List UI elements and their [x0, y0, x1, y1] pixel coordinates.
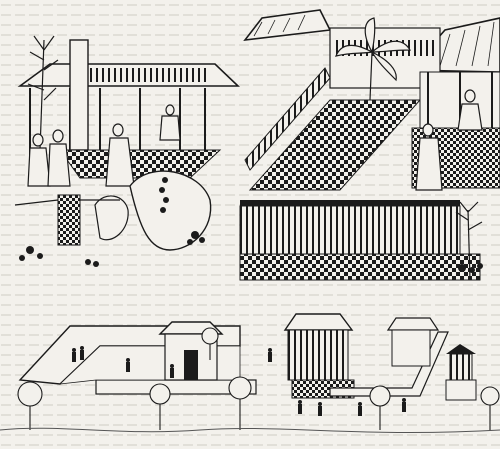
- right-house-roof: [386, 317, 440, 331]
- terrace-fence: [239, 205, 461, 255]
- pavilion-lattice: [86, 68, 206, 82]
- garden-plants: [19, 177, 205, 267]
- gate-hall-door: [184, 350, 198, 380]
- compound-trees: [17, 327, 500, 430]
- panel-top-right: [243, 9, 500, 191]
- watchtower-base: [445, 379, 477, 401]
- right-wing-hall: [287, 329, 349, 381]
- boundary-wall: [14, 199, 120, 206]
- roof-left: [243, 9, 332, 42]
- roof-tiles-left: [253, 14, 306, 37]
- panel-bottom: [0, 313, 500, 434]
- figures-group-right: [415, 89, 483, 191]
- palm-tree: [335, 17, 412, 101]
- stone-pillar: [69, 39, 89, 151]
- terrace-top-rail: [240, 200, 460, 206]
- right-wall: [329, 331, 449, 397]
- figures-group-bottom: [72, 346, 406, 416]
- ground-line: [0, 427, 500, 434]
- terrace-shrubs: [458, 263, 483, 273]
- figures-group-left: [27, 104, 181, 187]
- small-gate: [57, 194, 81, 246]
- panel-middle-right: [239, 200, 483, 281]
- garden-rock-2: [94, 195, 129, 241]
- watchtower-roof: [446, 344, 476, 354]
- terrace-floor: [239, 253, 481, 281]
- garden-rock: [129, 170, 212, 251]
- right-wing-roof: [283, 313, 354, 331]
- bamboo-tree: [27, 35, 59, 151]
- panel-top-left: [14, 35, 240, 267]
- railing-diagonal: [244, 67, 331, 171]
- watchtower: [449, 353, 473, 381]
- right-house: [391, 329, 431, 367]
- roof-tiles-right: [439, 21, 495, 67]
